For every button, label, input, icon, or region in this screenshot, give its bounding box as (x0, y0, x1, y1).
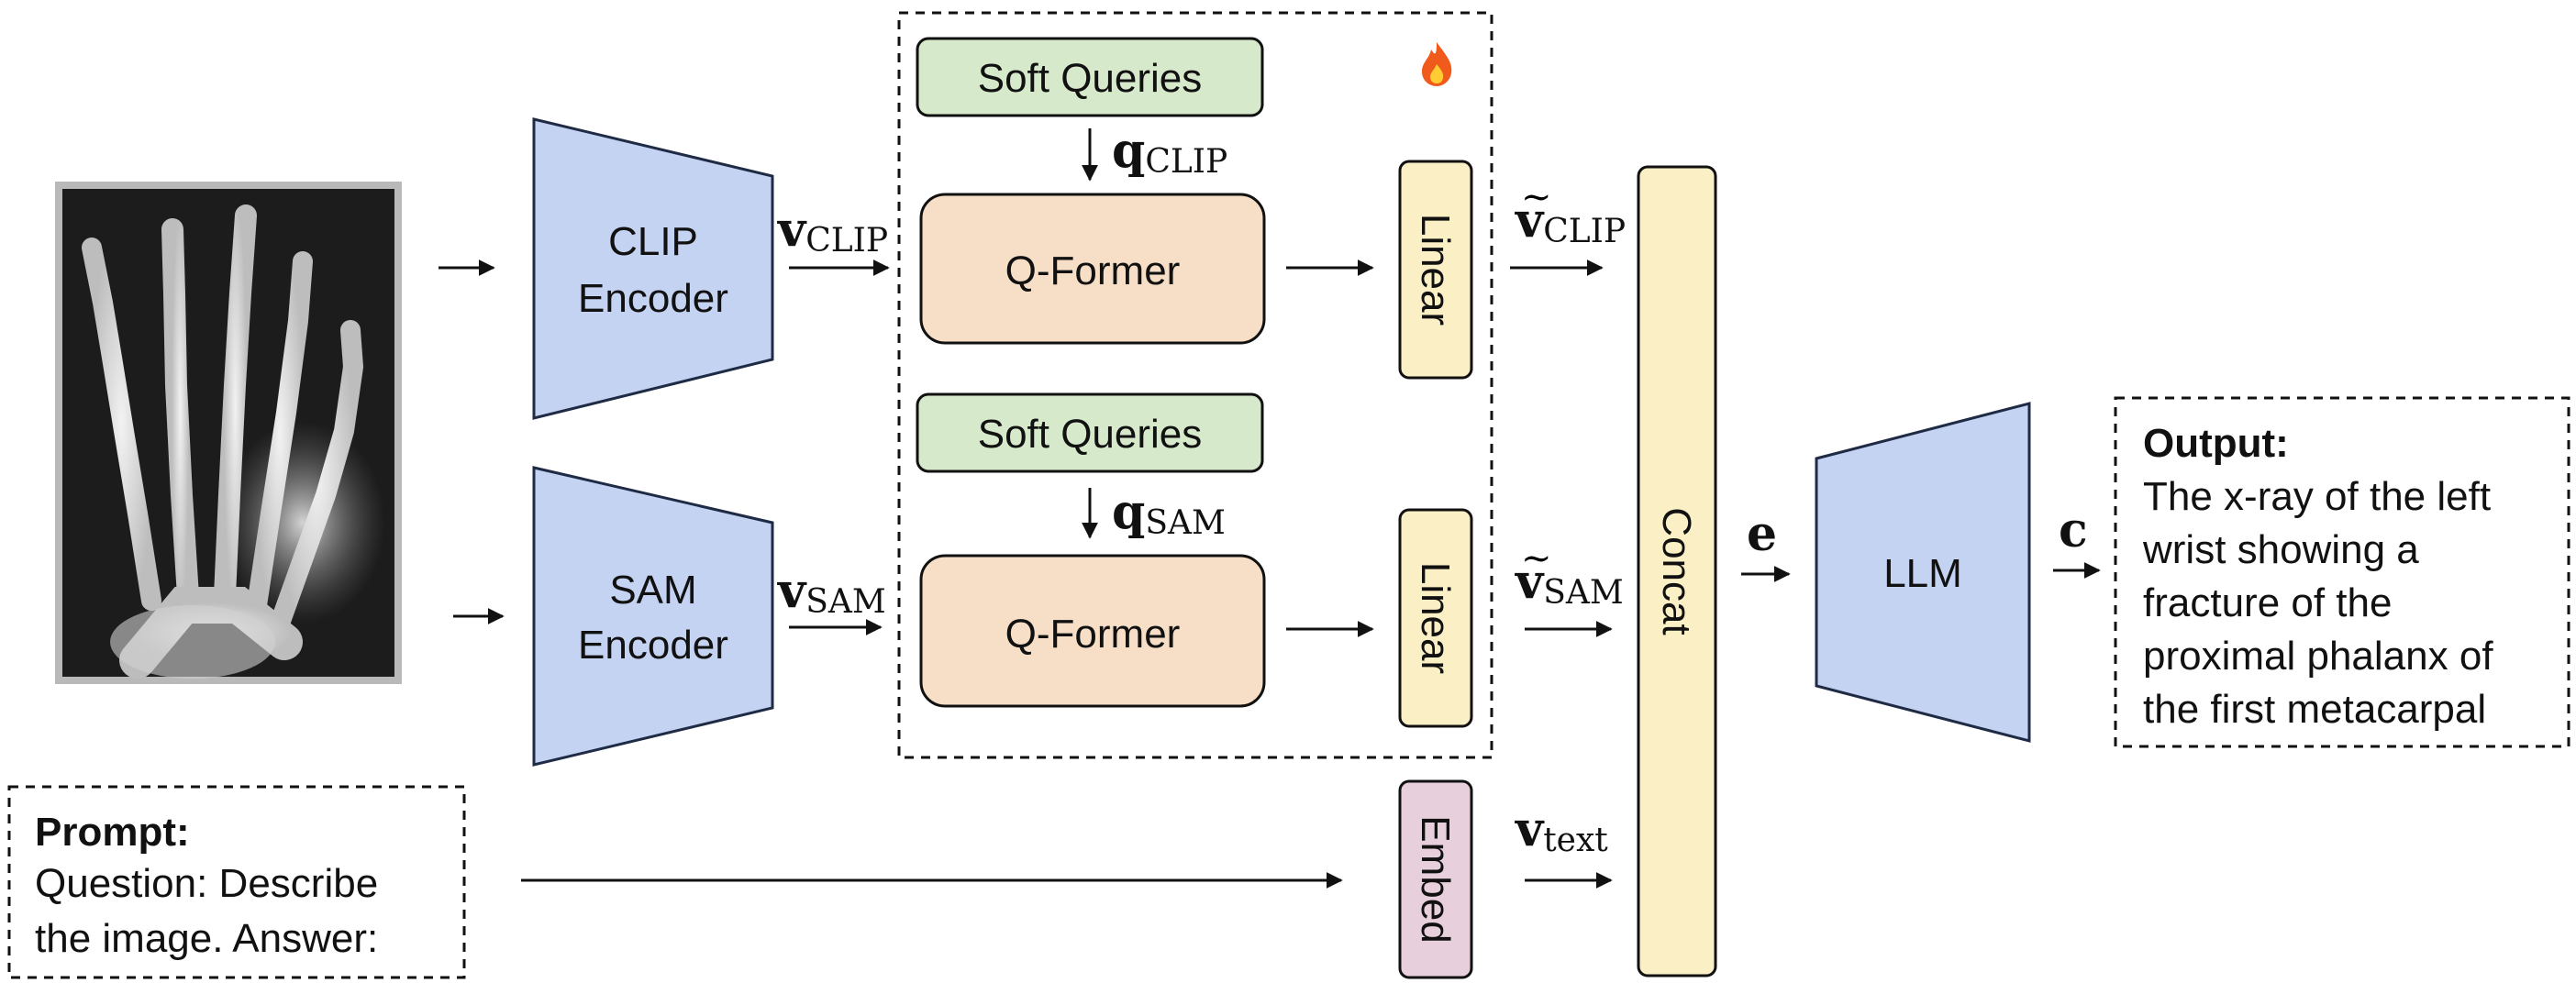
v-tilde-clip-symbol: vCLIP (1515, 193, 1626, 250)
v-text-symbol: vtext (1515, 801, 1608, 859)
prompt-line: the image. Answer: (35, 916, 378, 961)
soft-queries-sam-block (916, 392, 1264, 473)
soft-queries-clip-block (916, 37, 1264, 117)
qformer-sam-label: Q-Former (1005, 612, 1181, 657)
v-sam-symbol: vSAM (777, 563, 886, 621)
soft-queries-sam-label: Soft Queries (978, 412, 1203, 457)
sam-encoder-label-1: SAM (609, 568, 696, 613)
q-clip-symbol: qCLIP (1112, 123, 1227, 181)
output-line: The x-ray of the left (2143, 474, 2491, 519)
output-box (2114, 396, 2570, 748)
qformer-sam-block (919, 554, 1266, 708)
v-tilde-sam-symbol: vSAM (1515, 554, 1624, 612)
arrows (439, 128, 2101, 889)
c-symbol: c (2059, 503, 2088, 558)
sam-encoder-block (532, 466, 774, 767)
prompt-line: Question: Describe (35, 861, 378, 906)
fire-icon (1422, 42, 1452, 86)
concat-block (1637, 165, 1717, 977)
trainable-adapter-box (897, 11, 1493, 759)
clip-encoder-label-2: Encoder (578, 276, 728, 321)
soft-queries-clip-label: Soft Queries (978, 56, 1203, 101)
tilde-sam: ~ (1521, 537, 1552, 580)
linear-sam-block (1398, 508, 1473, 728)
clip-encoder-block (532, 117, 774, 420)
linear-sam-label: Linear (1413, 562, 1458, 674)
linear-clip-label: Linear (1413, 214, 1458, 326)
prompt-box (7, 785, 466, 979)
tilde-clip: ~ (1521, 176, 1552, 218)
output-line: wrist showing a (2142, 527, 2419, 572)
qformer-clip-block (919, 193, 1266, 345)
linear-clip-block (1398, 160, 1473, 380)
output-title: Output: (2143, 421, 2289, 466)
hand-xray-image (55, 182, 402, 684)
output-line: fracture of the (2143, 580, 2392, 625)
output-line: proximal phalanx of (2143, 634, 2493, 679)
embed-block (1398, 779, 1473, 979)
output-line: the first metacarpal (2143, 687, 2486, 732)
e-symbol: e (1747, 506, 1777, 562)
v-clip-symbol: vCLIP (777, 202, 888, 260)
qformer-clip-label: Q-Former (1005, 249, 1181, 293)
prompt-title: Prompt: (35, 810, 190, 855)
sam-encoder-label-2: Encoder (578, 623, 728, 668)
concat-label: Concat (1654, 507, 1699, 635)
embed-label: Embed (1413, 815, 1458, 943)
clip-encoder-label-1: CLIP (608, 219, 698, 264)
llm-label: LLM (1883, 551, 1962, 596)
llm-block (1815, 402, 2031, 743)
q-sam-symbol: qSAM (1112, 484, 1226, 542)
